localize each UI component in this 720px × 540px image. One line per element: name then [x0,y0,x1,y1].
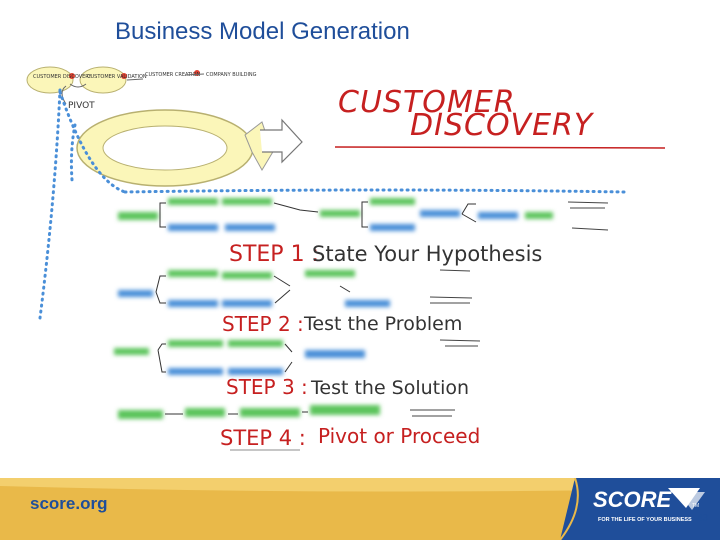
step-3-text: Test the Solution [310,377,469,399]
steps: STEP 1 : State Your Hypothesis STEP 2 : … [220,242,542,451]
step-1-label: STEP 1 : [229,242,319,267]
logo-trademark: TM [692,503,700,509]
node-label: CUSTOMER VALIDATION [87,74,147,80]
node-customer-discovery [26,66,74,94]
footer-site-link[interactable]: score.org [30,494,108,513]
flow-row-3 [114,339,481,375]
node-red-dot [69,73,75,79]
heading-discovery: DISCOVERY [410,108,595,143]
node-label: CUSTOMER CREATION [145,72,200,78]
flow-row-2 [118,269,473,307]
cycle-arrows [76,109,303,187]
footer-band [0,478,720,540]
pivot-label: PIVOT [68,101,95,111]
score-logo: SCORE [593,487,672,512]
step-3-label: STEP 3 : [226,375,308,399]
score-eagle-icon [668,488,705,510]
customer-discovery-sketch: CUSTOMER DISCOVERY CUSTOMER VALIDATION C… [26,66,666,451]
heading-customer: CUSTOMER [338,85,516,120]
step-1-text: State Your Hypothesis [312,242,542,266]
node-customer-validation [79,66,127,94]
flow-row-4 [118,405,455,419]
node-red-dot [121,73,127,79]
step-4-label: STEP 4 : [220,426,306,450]
node-label: COMPANY BUILDING [206,72,257,78]
step-2-label: STEP 2 : [222,312,304,336]
step-4-text: Pivot or Proceed [318,424,480,448]
dotted-boundary [38,88,627,320]
process-nodes: CUSTOMER DISCOVERY CUSTOMER VALIDATION C… [26,66,257,111]
step-2-text: Test the Problem [303,313,462,335]
sketch-heading: CUSTOMER DISCOVERY [334,85,666,149]
flow-row-1 [118,198,609,231]
node-label: CUSTOMER DISCOVERY [33,74,92,80]
page-number: 43 [697,513,709,524]
slide-title: Business Model Generation [115,18,410,45]
logo-tagline: FOR THE LIFE OF YOUR BUSINESS [598,517,692,523]
